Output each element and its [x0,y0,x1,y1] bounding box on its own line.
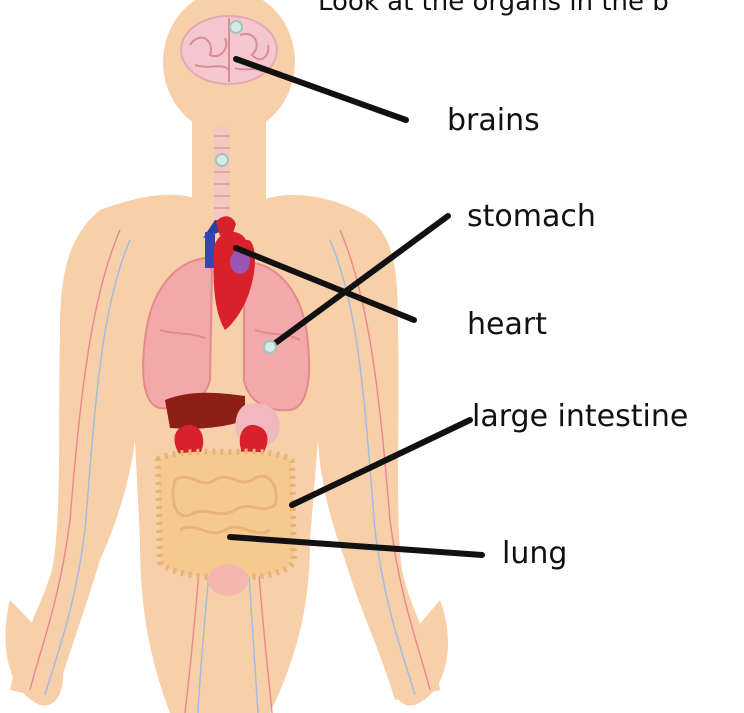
brain-pointer-dot [230,21,242,33]
trachea-pointer-dot [216,154,228,166]
lung-pointer-dot [264,341,276,353]
label-lung: lung [502,536,567,571]
label-heart: heart [467,307,547,342]
body-silhouette [5,0,448,713]
label-stomach: stomach [467,199,596,234]
trachea [214,126,230,222]
label-brains: brains [447,103,540,138]
header-text: Look at the organs in the b [318,0,669,17]
liver [165,393,245,429]
brain-organ [181,16,277,84]
label-large-intestine: large intestine [472,399,688,434]
